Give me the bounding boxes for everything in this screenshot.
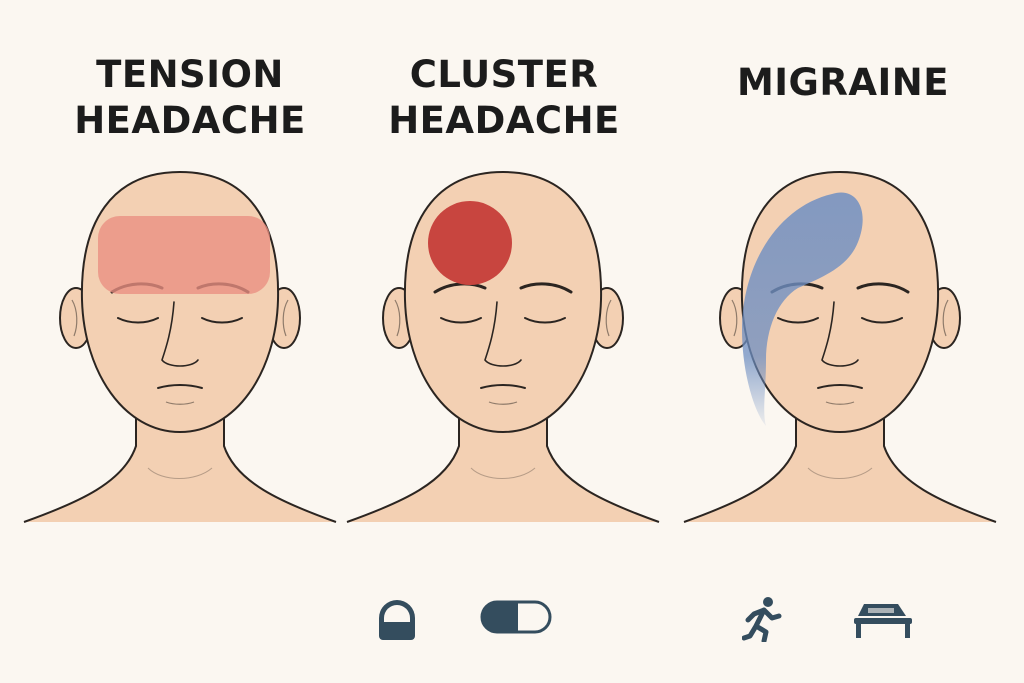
title-line: MIGRAINE [736,61,950,104]
capsule-icon [480,600,552,634]
face-tension-headache [23,170,337,523]
title-cluster-headache: CLUSTER HEADACHE [354,52,654,144]
title-line: HEADACHE [388,99,620,142]
title-line: CLUSTER [409,53,599,96]
title-migraine: MIGRAINE [693,60,993,106]
title-line: TENSION [96,53,284,96]
title-line: HEADACHE [74,99,306,142]
lamp-icon [379,600,415,640]
title-tension-headache: TENSION HEADACHE [40,52,340,144]
face-cluster-headache [346,170,660,523]
running-person-icon [742,597,782,642]
pain-area-forehead-band [98,216,270,294]
pain-area-one-side-head [742,192,863,426]
bed-icon [854,604,912,638]
pain-area-around-eye [428,201,512,285]
face-migraine [683,170,997,523]
